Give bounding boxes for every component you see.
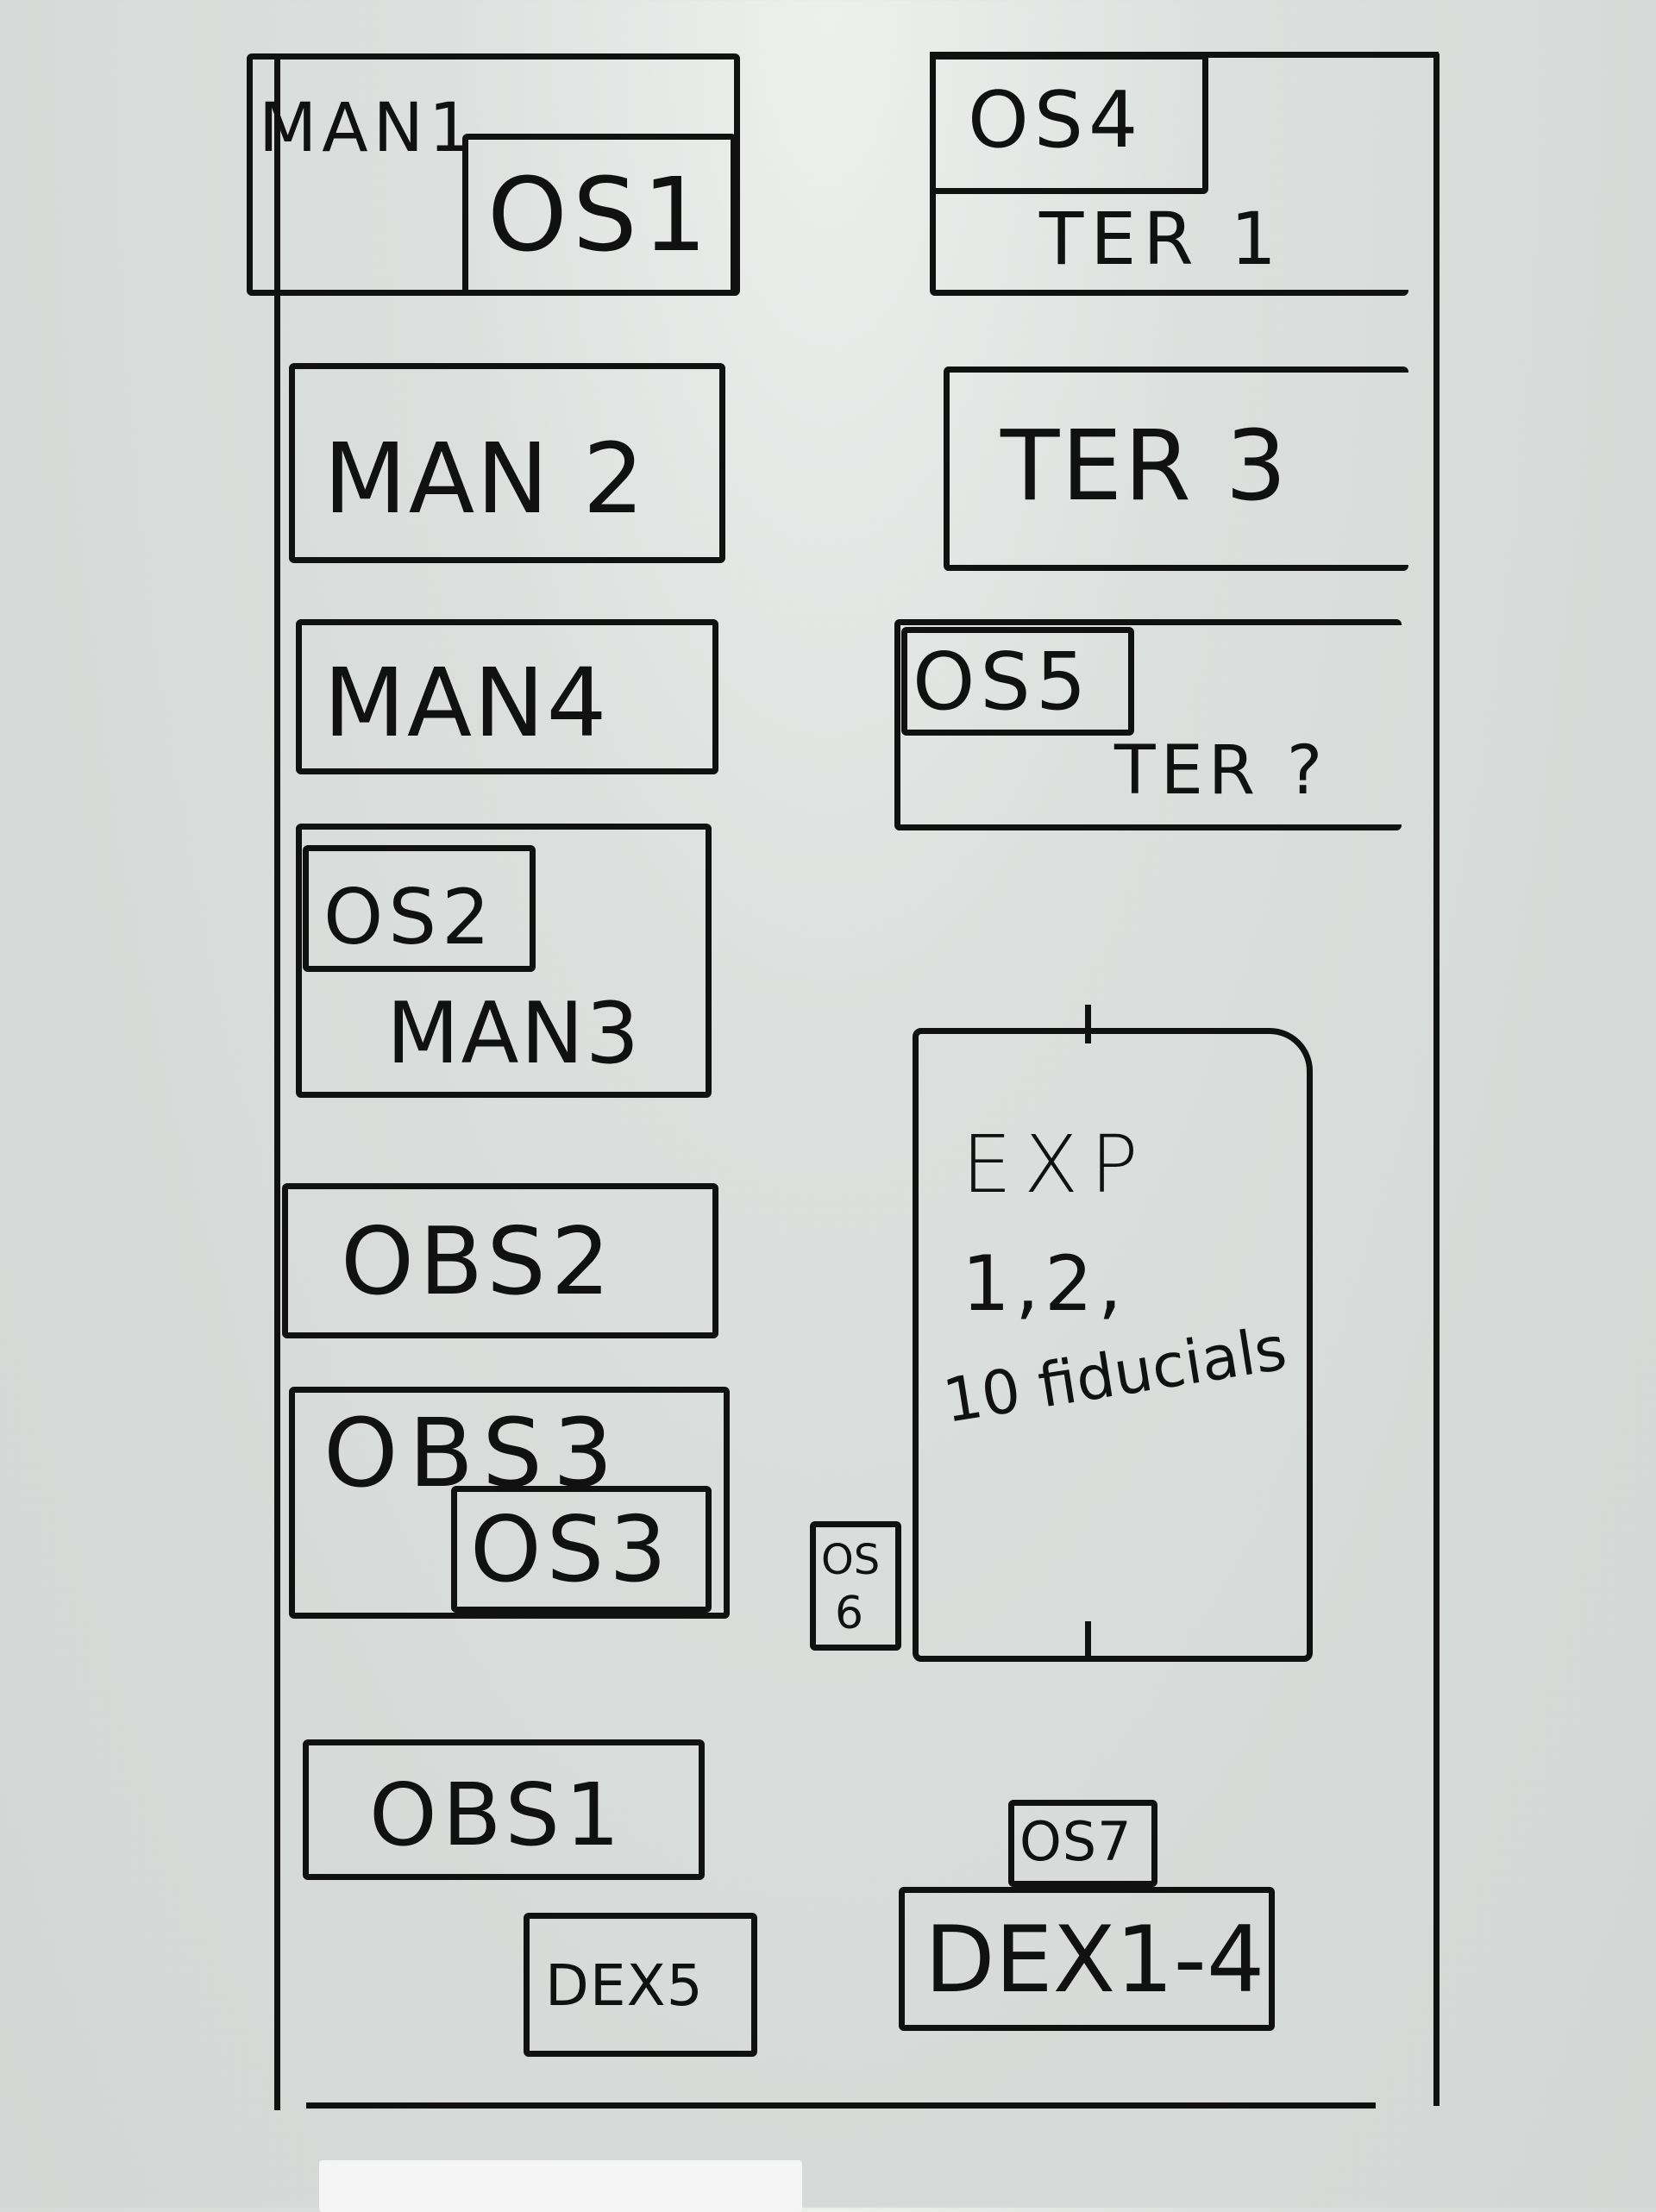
ter3-label: TER 3	[1000, 410, 1289, 523]
ter-unknown-label: TER ?	[1114, 732, 1328, 810]
os6-label-line2: 6	[835, 1588, 869, 1639]
exp-numbers: 1,2,	[962, 1239, 1127, 1328]
man4-box	[296, 619, 718, 774]
ter1-label: TER 1	[1039, 197, 1283, 281]
man3-box	[296, 824, 712, 1098]
exp-box	[913, 1028, 1313, 1662]
obs2-label: OBS2	[341, 1208, 616, 1316]
ter-unknown-box	[894, 619, 1402, 830]
exp-tick-top	[1085, 1005, 1091, 1043]
os3-box	[451, 1486, 712, 1613]
man1-label: MAN1	[259, 90, 477, 167]
dex1-4-box	[899, 1887, 1275, 2031]
obs1-label: OBS1	[369, 1764, 625, 1865]
right-column-border	[1433, 53, 1440, 2106]
man4-label: MAN4	[323, 648, 609, 758]
dex5-box	[524, 1913, 757, 2057]
os6-label-line1: OS	[821, 1536, 881, 1584]
man2-label: MAN 2	[323, 423, 646, 536]
bottom-border	[306, 2102, 1376, 2109]
os5-box	[901, 627, 1134, 736]
left-column-border	[274, 53, 280, 2110]
ter3-box	[944, 367, 1408, 571]
os7-label: OS7	[1019, 1810, 1132, 1873]
os2-box	[303, 845, 536, 972]
os4-label: OS4	[968, 75, 1144, 166]
dex1-4-label: DEX1-4	[925, 1907, 1265, 2013]
os1-box	[462, 134, 737, 296]
os2-label: OS2	[323, 873, 496, 962]
exp-title: EXP	[962, 1119, 1151, 1211]
os7-box	[1008, 1800, 1157, 1887]
obs2-box	[282, 1183, 718, 1338]
man2-box	[289, 363, 725, 563]
obs1-box	[303, 1739, 705, 1880]
dex5-label: DEX5	[545, 1952, 704, 2019]
obs3-box	[289, 1387, 730, 1619]
os3-label: OS3	[470, 1497, 673, 1602]
exp-tick-bottom	[1085, 1621, 1091, 1660]
os4-box	[930, 53, 1208, 194]
man3-label: MAN3	[386, 985, 642, 1083]
paper-edge	[319, 2160, 802, 2212]
os5-label: OS5	[913, 636, 1092, 728]
os6-box	[810, 1521, 901, 1651]
os1-label: OS1	[487, 155, 712, 274]
obs3-label: OBS3	[323, 1398, 624, 1508]
